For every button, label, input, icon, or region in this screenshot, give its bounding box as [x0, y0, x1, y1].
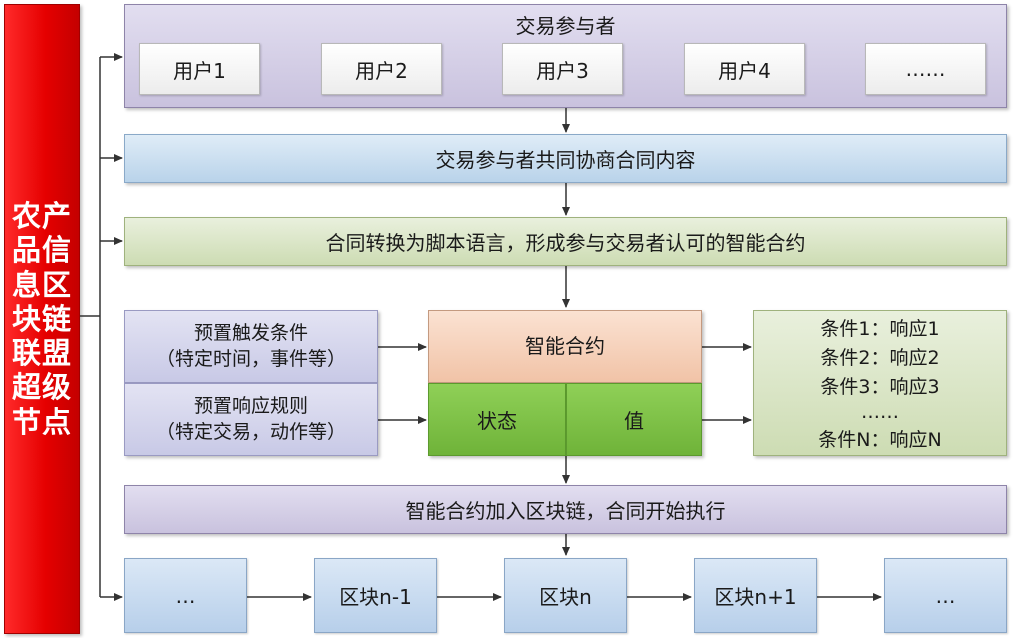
condition-item: 条件N：响应N	[818, 429, 942, 451]
block-n-plus-1: 区块n+1	[694, 558, 817, 633]
condition-item: 条件1：响应1	[820, 318, 940, 340]
contract-state-box: 状态	[428, 383, 566, 456]
preset-response-detail: （特定交易，动作等）	[155, 420, 346, 443]
preset-trigger-box: 预置触发条件 （特定时间，事件等）	[124, 310, 378, 383]
block-n-minus-1: 区块n-1	[314, 558, 437, 633]
smart-contract-box: 智能合约	[428, 310, 702, 383]
preset-trigger-title: 预置触发条件	[193, 321, 308, 344]
block-ellipsis-right: …	[884, 558, 1007, 633]
preset-response-title: 预置响应规则	[193, 394, 308, 417]
preset-response-box: 预置响应规则 （特定交易，动作等）	[124, 383, 378, 456]
condition-item: 条件2：响应2	[820, 347, 940, 369]
condition-item: 条件3：响应3	[820, 376, 940, 398]
condition-ellipsis: ……	[861, 401, 899, 423]
preset-trigger-detail: （特定时间，事件等）	[155, 347, 346, 370]
execute-step: 智能合约加入区块链，合同开始执行	[124, 485, 1007, 534]
conditions-box: 条件1：响应1 条件2：响应2 条件3：响应3 …… 条件N：响应N	[753, 310, 1007, 456]
smart-contract-title: 智能合约	[525, 334, 605, 358]
super-node-bar: 农产品信息区块链联盟超级节点	[4, 4, 80, 634]
participants-panel: 交易参与者 用户1 用户2 用户3 用户4 ……	[124, 4, 1007, 108]
user-box-more: ……	[865, 43, 986, 95]
participants-title: 交易参与者	[515, 13, 616, 38]
user-box: 用户3	[502, 43, 623, 95]
super-node-label: 农产品信息区块链联盟超级节点	[11, 199, 72, 439]
negotiate-step: 交易参与者共同协商合同内容	[124, 134, 1007, 183]
block-n: 区块n	[504, 558, 627, 633]
convert-step: 合同转换为脚本语言，形成参与交易者认可的智能合约	[124, 217, 1007, 266]
user-box: 用户1	[139, 43, 260, 95]
block-ellipsis-left: …	[124, 558, 247, 633]
user-box: 用户2	[321, 43, 442, 95]
contract-value-box: 值	[566, 383, 702, 456]
user-box: 用户4	[684, 43, 805, 95]
